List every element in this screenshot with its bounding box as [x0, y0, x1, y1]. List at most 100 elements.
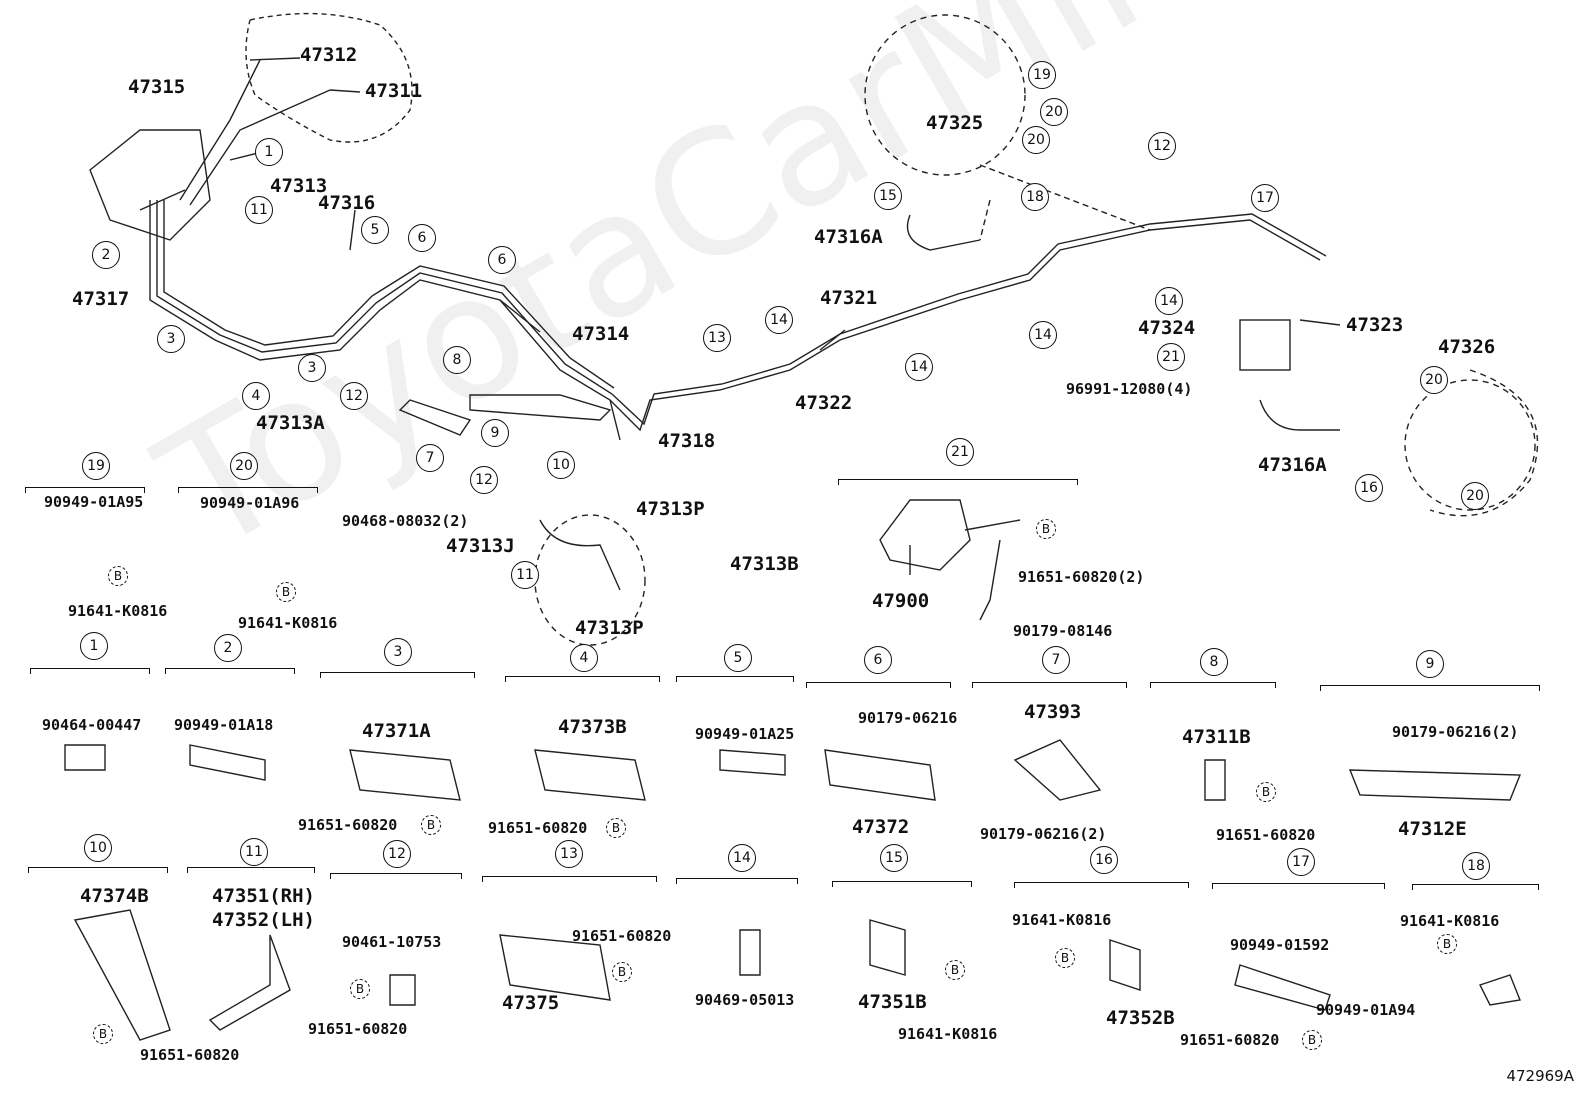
- callout-14-c: 14: [1029, 321, 1057, 349]
- bracket-7: [972, 682, 1127, 689]
- bolt-mark-3: B: [421, 815, 441, 835]
- bolt-mark-13: B: [612, 962, 632, 982]
- bolt-mark-8: B: [1256, 782, 1276, 802]
- sketch-16: [1109, 939, 1141, 991]
- label-47313: 47313: [270, 175, 328, 197]
- label-g14-part: 90469-05013: [695, 991, 795, 1009]
- label-g10-part: 47374B: [80, 885, 149, 907]
- sketch-15: [869, 919, 906, 976]
- label-47313P-bottom: 47313P: [575, 617, 644, 639]
- label-g17-part: 90949-01592: [1230, 936, 1330, 954]
- header-21: 21: [946, 438, 974, 466]
- header-5: 5: [724, 644, 752, 672]
- brake-pipe-bundle: [149, 200, 1321, 432]
- callout-11-bottom: 11: [511, 561, 539, 589]
- label-47323: 47323: [1346, 314, 1404, 336]
- sketch-6: [824, 749, 936, 801]
- label-g5-part: 90949-01A25: [695, 725, 795, 743]
- bolt-mark-4: B: [606, 818, 626, 838]
- callout-21: 21: [1157, 343, 1185, 371]
- bracket-10: [28, 867, 168, 874]
- label-47316A-bottom: 47316A: [1258, 454, 1327, 476]
- bolt-mark-12: B: [350, 979, 370, 999]
- label-c20-bolt: 91641-K0816: [238, 614, 338, 632]
- label-91651-60820-2: 91651-60820(2): [1018, 568, 1145, 586]
- label-g7-nut: 90179-06216(2): [980, 825, 1107, 843]
- label-g10-bolt: 91651-60820: [140, 1046, 240, 1064]
- label-47312: 47312: [300, 44, 358, 66]
- sketch-3: [349, 749, 461, 801]
- bracket-12: [330, 873, 462, 880]
- header-17: 17: [1287, 848, 1315, 876]
- label-90468: 90468-08032(2): [342, 512, 469, 530]
- bracket-19: [25, 487, 145, 494]
- sketch-18: [1479, 974, 1521, 1006]
- bracket-9: [1320, 685, 1540, 692]
- bolt-mark-19: B: [108, 566, 128, 586]
- label-47313P-top: 47313P: [636, 498, 705, 520]
- sketch-1: [64, 744, 106, 771]
- label-c19-part: 90949-01A95: [44, 493, 144, 511]
- callout-1: 1: [255, 138, 283, 166]
- label-47900: 47900: [872, 590, 930, 612]
- label-g15-part: 47351B: [858, 991, 927, 1013]
- label-g1-part: 90464-00447: [42, 716, 142, 734]
- label-g6-part: 47372: [852, 816, 910, 838]
- bolt-mark-20: B: [276, 582, 296, 602]
- rear-valve: [1239, 319, 1291, 371]
- header-8: 8: [1200, 648, 1228, 676]
- header-20: 20: [230, 452, 258, 480]
- sketch-2: [189, 744, 266, 781]
- rear-right-drum: [1429, 369, 1539, 517]
- callout-8: 8: [443, 346, 471, 374]
- callout-12-right: 12: [1148, 132, 1176, 160]
- sketch-13: [499, 934, 611, 1001]
- sketch-14: [739, 929, 761, 976]
- callout-4: 4: [242, 382, 270, 410]
- callout-10: 10: [547, 451, 575, 479]
- label-47313B: 47313B: [730, 553, 799, 575]
- header-3: 3: [384, 638, 412, 666]
- header-19: 19: [82, 452, 110, 480]
- bolt-mark-18: B: [1437, 934, 1457, 954]
- sketch-4: [534, 749, 646, 801]
- label-96991: 96991-12080(4): [1066, 380, 1193, 398]
- bracket-8: [1150, 682, 1276, 689]
- bracket-17: [1212, 883, 1385, 890]
- callout-6-right: 6: [488, 246, 516, 274]
- label-g4-part: 47373B: [558, 716, 627, 738]
- callout-13: 13: [703, 324, 731, 352]
- bolt-mark-16: B: [1055, 948, 1075, 968]
- callout-12-left: 12: [340, 382, 368, 410]
- callout-3-right: 3: [298, 354, 326, 382]
- label-g3-bolt: 91651-60820: [298, 816, 398, 834]
- bracket-4: [505, 676, 660, 683]
- header-11: 11: [240, 838, 268, 866]
- callout-17: 17: [1251, 184, 1279, 212]
- label-g12-bolt: 91651-60820: [308, 1020, 408, 1038]
- label-g15-bolt: 91641-K0816: [898, 1025, 998, 1043]
- label-47318: 47318: [658, 430, 716, 452]
- header-12: 12: [383, 840, 411, 868]
- callout-9: 9: [481, 419, 509, 447]
- callout-20-c: 20: [1420, 366, 1448, 394]
- label-47316: 47316: [318, 192, 376, 214]
- header-7: 7: [1042, 646, 1070, 674]
- label-47324: 47324: [1138, 317, 1196, 339]
- abs-actuator-body: [89, 129, 211, 241]
- header-1: 1: [80, 632, 108, 660]
- label-g3-part: 47371A: [362, 720, 431, 742]
- callout-20-d: 20: [1461, 482, 1489, 510]
- callout-19: 19: [1028, 61, 1056, 89]
- label-g6-nut: 90179-06216: [858, 709, 958, 727]
- callout-20-b: 20: [1022, 126, 1050, 154]
- label-47315: 47315: [128, 76, 186, 98]
- label-47317: 47317: [72, 288, 130, 310]
- bolt-mark-17: B: [1302, 1030, 1322, 1050]
- header-13: 13: [555, 840, 583, 868]
- callout-6-left: 6: [408, 224, 436, 252]
- label-g8-part: 47311B: [1182, 726, 1251, 748]
- label-g13-bolt: 91651-60820: [572, 927, 672, 945]
- label-g4-bolt: 91651-60820: [488, 819, 588, 837]
- label-g9-part: 47312E: [1398, 818, 1467, 840]
